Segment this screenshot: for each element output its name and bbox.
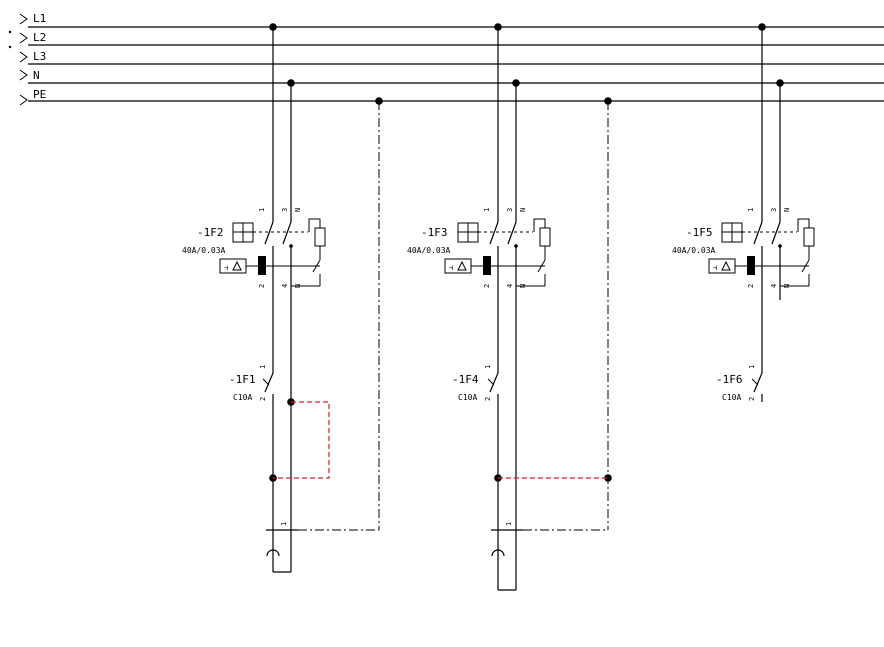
pin-label: 2 [259, 397, 267, 401]
mcb-symbol: -1F1 C10A 1 2 [229, 365, 274, 530]
rcbo-symbol: -1F3 40A/0.03A ⊣ 1 3 N 2 4 N [407, 208, 551, 300]
trip-coil [747, 256, 755, 275]
pin-label: N [294, 208, 302, 212]
rcbo-symbol: -1F5 40A/0.03A ⊣ 1 3 N 2 4 N [672, 208, 815, 300]
bus-bars: L1 L2 L3 N PE [8, 12, 884, 106]
bus-marker-dot [8, 45, 12, 49]
pin-label: 4 [506, 284, 514, 288]
pin-label: 4 [281, 284, 289, 288]
junction-dot [512, 79, 520, 87]
junction-dot [758, 23, 766, 31]
test-button-glyph: ⊣ [713, 264, 717, 272]
bus-l3: L3 [19, 50, 884, 65]
bus-label-l1: L1 [33, 12, 46, 25]
pin-label: 1 [280, 522, 288, 526]
pin-label: 1 [259, 365, 267, 369]
rcbo-symbol: -1F2 40A/0.03A ⊣ 1 3 N 2 4 N [182, 208, 326, 300]
pin-label: N [519, 208, 527, 212]
junction-dot [287, 79, 295, 87]
mcb-symbol: -1F6 C10A 1 2 [716, 365, 763, 402]
bus-marker-dot [8, 30, 12, 34]
mcb-rating: C10A [722, 393, 741, 402]
pin-label: 2 [484, 397, 492, 401]
bus-label-n: N [33, 69, 40, 82]
junction-dot [494, 23, 502, 31]
pin-label: 1 [258, 208, 266, 212]
bus-label-pe: PE [33, 88, 46, 101]
pin-label: 4 [770, 284, 778, 288]
bus-label-l3: L3 [33, 50, 46, 63]
pin-label: 1 [747, 208, 755, 212]
test-button-glyph: ⊣ [449, 264, 453, 272]
bus-pe: PE [19, 88, 884, 106]
mcb-tag: -1F1 [229, 373, 256, 386]
bus-label-l2: L2 [33, 31, 46, 44]
pin-label: N [783, 208, 791, 212]
rcbo-rating: 40A/0.03A [182, 246, 226, 255]
triangle-icon [232, 260, 242, 271]
branch-1: -1F2 40A/0.03A ⊣ 1 3 N 2 4 N [182, 23, 383, 573]
branch-2: -1F3 40A/0.03A ⊣ 1 3 N 2 4 N [407, 23, 612, 591]
pin-label: 2 [747, 284, 755, 288]
bus-l2: L2 [19, 31, 884, 46]
mcb-tag: -1F6 [716, 373, 743, 386]
mcb-rating: C10A [458, 393, 477, 402]
rcbo-rating: 40A/0.03A [672, 246, 716, 255]
pin-label: 2 [483, 284, 491, 288]
test-resistor [803, 227, 815, 247]
triangle-icon [457, 260, 467, 271]
mcb-symbol: -1F4 C10A 1 2 [452, 365, 499, 530]
pin-label: 2 [258, 284, 266, 288]
bus-l1: L1 [19, 12, 884, 28]
junction-dot [604, 474, 612, 482]
pin-label: 3 [281, 208, 289, 212]
socket-outlet: 1 [266, 522, 379, 573]
test-resistor [539, 227, 551, 247]
bus-n: N [19, 69, 884, 84]
neutral-jumper [273, 401, 330, 479]
rcbo-tag: -1F2 [197, 226, 224, 239]
rcbo-rating: 40A/0.03A [407, 246, 451, 255]
mcb-rating: C10A [233, 393, 252, 402]
test-resistor [314, 227, 326, 247]
trip-coil [258, 256, 266, 275]
junction-dot [269, 23, 277, 31]
pin-label: 1 [483, 208, 491, 212]
junction-dot [776, 79, 784, 87]
rcbo-tag: -1F5 [686, 226, 713, 239]
pin-label: 1 [484, 365, 492, 369]
branch-3: -1F5 40A/0.03A ⊣ 1 3 N 2 4 N [672, 23, 815, 402]
socket-outlet: 1 [491, 522, 608, 591]
pin-label: 2 [748, 397, 756, 401]
pin-label: 1 [748, 365, 756, 369]
mcb-tag: -1F4 [452, 373, 479, 386]
trip-coil [483, 256, 491, 275]
test-button-glyph: ⊣ [224, 264, 228, 272]
triangle-icon [721, 260, 731, 271]
pin-label: 3 [770, 208, 778, 212]
pin-label: 1 [505, 522, 513, 526]
rcbo-tag: -1F3 [421, 226, 448, 239]
pin-label: 3 [506, 208, 514, 212]
